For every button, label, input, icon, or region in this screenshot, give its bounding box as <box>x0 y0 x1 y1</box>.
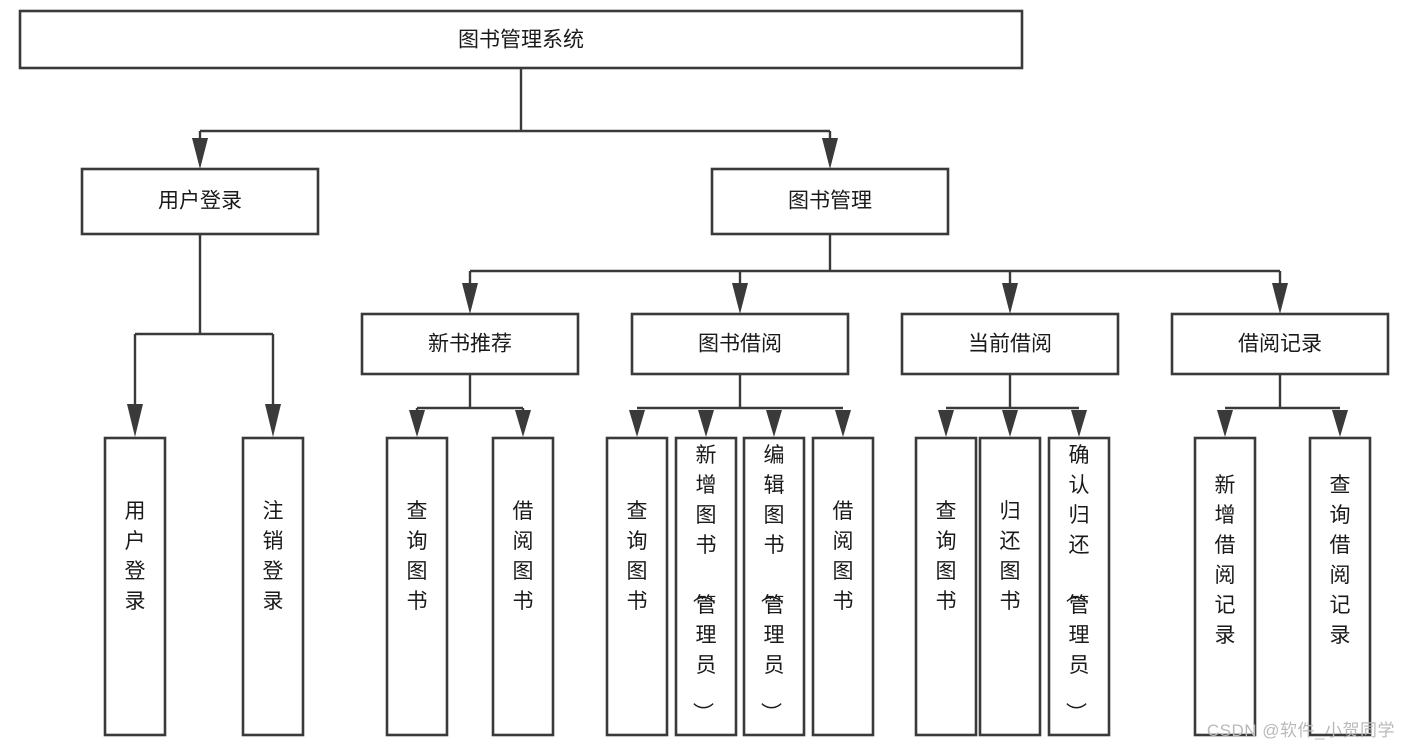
arrow-head-leaf-borrow-book-1 <box>515 410 531 437</box>
node-new-book-recommend[interactable]: 新书推荐 <box>360 312 580 376</box>
node-leaf-query-record-box[interactable] <box>1308 436 1372 737</box>
arrow-head-leaf-return-book <box>1002 410 1018 437</box>
node-leaf-return-book-box[interactable] <box>978 436 1042 737</box>
arrow-head-new-book-recommend <box>462 283 478 314</box>
node-current-borrow[interactable]: 当前借阅 <box>900 312 1120 376</box>
node-user-login-box[interactable] <box>80 167 320 236</box>
connector-group-current-borrow <box>938 374 1087 437</box>
node-book-borrow-label: 图书借阅 <box>698 333 782 356</box>
node-leaf-user-logout[interactable]: 注销登录 <box>241 436 305 737</box>
node-leaf-user-logout-box[interactable] <box>241 436 305 737</box>
node-leaf-borrow-book-2[interactable]: 借阅图书 <box>811 436 875 737</box>
node-leaf-borrow-book-1-box[interactable] <box>491 436 555 737</box>
connector-group-book-borrow <box>629 374 851 437</box>
node-user-login-label: 用户登录 <box>158 190 242 213</box>
node-leaf-confirm-return-box[interactable] <box>1047 436 1111 737</box>
node-leaf-confirm-return[interactable]: 确认归还（管理员） <box>1047 436 1111 737</box>
node-leaf-edit-book-label: 编辑图书（管理员） <box>759 444 785 723</box>
node-borrow-record-box[interactable] <box>1170 312 1390 376</box>
arrow-head-leaf-user-logout <box>265 404 281 437</box>
node-leaf-borrow-book-1[interactable]: 借阅图书 <box>491 436 555 737</box>
node-leaf-return-book-label: 归还图书 <box>1000 500 1021 613</box>
arrow-head-user-login <box>192 138 208 169</box>
node-leaf-user-logout-label: 注销登录 <box>263 500 284 613</box>
node-leaf-edit-book-box[interactable] <box>742 436 806 737</box>
node-leaf-query-book-2-box[interactable] <box>605 436 669 737</box>
node-root[interactable]: 图书管理系统 <box>18 9 1024 70</box>
node-root-label: 图书管理系统 <box>458 29 584 52</box>
arrow-head-leaf-user-login <box>127 404 143 437</box>
node-book-manage-label: 图书管理 <box>788 190 872 213</box>
node-leaf-query-book-1-label: 查询图书 <box>407 500 428 613</box>
node-book-manage[interactable]: 图书管理 <box>710 167 950 236</box>
node-leaf-borrow-book-2-box[interactable] <box>811 436 875 737</box>
node-leaf-borrow-book-2-label: 借阅图书 <box>833 500 854 613</box>
node-leaf-add-record[interactable]: 新增借阅记录 <box>1193 436 1257 737</box>
node-leaf-query-book-2-label: 查询图书 <box>627 500 648 613</box>
node-leaf-return-book[interactable]: 归还图书 <box>978 436 1042 737</box>
arrow-head-leaf-query-book-1 <box>409 410 425 437</box>
node-leaf-query-record-label: 查询借阅记录 <box>1330 474 1351 647</box>
node-book-manage-box[interactable] <box>710 167 950 236</box>
node-leaf-add-record-label: 新增借阅记录 <box>1215 474 1236 647</box>
node-leaf-add-record-box[interactable] <box>1193 436 1257 737</box>
arrow-head-leaf-query-book-3 <box>938 410 954 437</box>
node-new-book-recommend-label: 新书推荐 <box>428 333 512 356</box>
node-current-borrow-label: 当前借阅 <box>968 333 1052 356</box>
arrow-head-leaf-add-book <box>698 410 714 437</box>
node-leaf-add-book[interactable]: 新增图书（管理员） <box>674 436 738 737</box>
node-leaf-borrow-book-1-label: 借阅图书 <box>513 500 534 613</box>
arrow-head-leaf-query-record <box>1332 410 1348 437</box>
node-leaf-query-book-3-label: 查询图书 <box>936 500 957 613</box>
arrow-head-leaf-query-book-2 <box>629 410 645 437</box>
node-borrow-record[interactable]: 借阅记录 <box>1170 312 1390 376</box>
arrow-head-leaf-add-record <box>1217 410 1233 437</box>
connector-group-user-login <box>127 234 281 437</box>
node-leaf-confirm-return-label: 确认归还（管理员） <box>1064 444 1090 723</box>
node-current-borrow-box[interactable] <box>900 312 1120 376</box>
node-root-box[interactable] <box>18 9 1024 70</box>
node-book-borrow-box[interactable] <box>630 312 850 376</box>
node-leaf-query-book-2[interactable]: 查询图书 <box>605 436 669 737</box>
arrow-head-current-borrow <box>1002 283 1018 314</box>
connector-group-borrow-record <box>1217 374 1348 437</box>
node-leaf-edit-book[interactable]: 编辑图书（管理员） <box>742 436 806 737</box>
connector-group-new-book-recommend <box>409 374 531 437</box>
arrow-head-book-borrow <box>732 283 748 314</box>
node-leaf-user-login-box[interactable] <box>103 436 167 737</box>
connector-group-book-manage <box>462 234 1288 314</box>
node-user-login[interactable]: 用户登录 <box>80 167 320 236</box>
node-borrow-record-label: 借阅记录 <box>1238 333 1322 356</box>
arrow-head-leaf-confirm-return <box>1071 410 1087 437</box>
arrow-head-borrow-record <box>1272 283 1288 314</box>
node-book-borrow[interactable]: 图书借阅 <box>630 312 850 376</box>
connector-group-root <box>192 68 838 169</box>
node-leaf-query-book-1[interactable]: 查询图书 <box>385 436 449 737</box>
node-leaf-query-record[interactable]: 查询借阅记录 <box>1308 436 1372 737</box>
arrow-head-book-manage <box>822 138 838 169</box>
node-leaf-user-login[interactable]: 用户登录 <box>103 436 167 737</box>
node-leaf-query-book-1-box[interactable] <box>385 436 449 737</box>
node-leaf-add-book-label: 新增图书（管理员） <box>691 444 717 723</box>
arrow-head-leaf-edit-book <box>766 410 782 437</box>
arrow-head-leaf-borrow-book-2 <box>835 410 851 437</box>
node-leaf-query-book-3[interactable]: 查询图书 <box>914 436 978 737</box>
node-leaf-add-book-box[interactable] <box>674 436 738 737</box>
node-new-book-recommend-box[interactable] <box>360 312 580 376</box>
node-leaf-user-login-label: 用户登录 <box>125 500 146 613</box>
node-leaf-query-book-3-box[interactable] <box>914 436 978 737</box>
